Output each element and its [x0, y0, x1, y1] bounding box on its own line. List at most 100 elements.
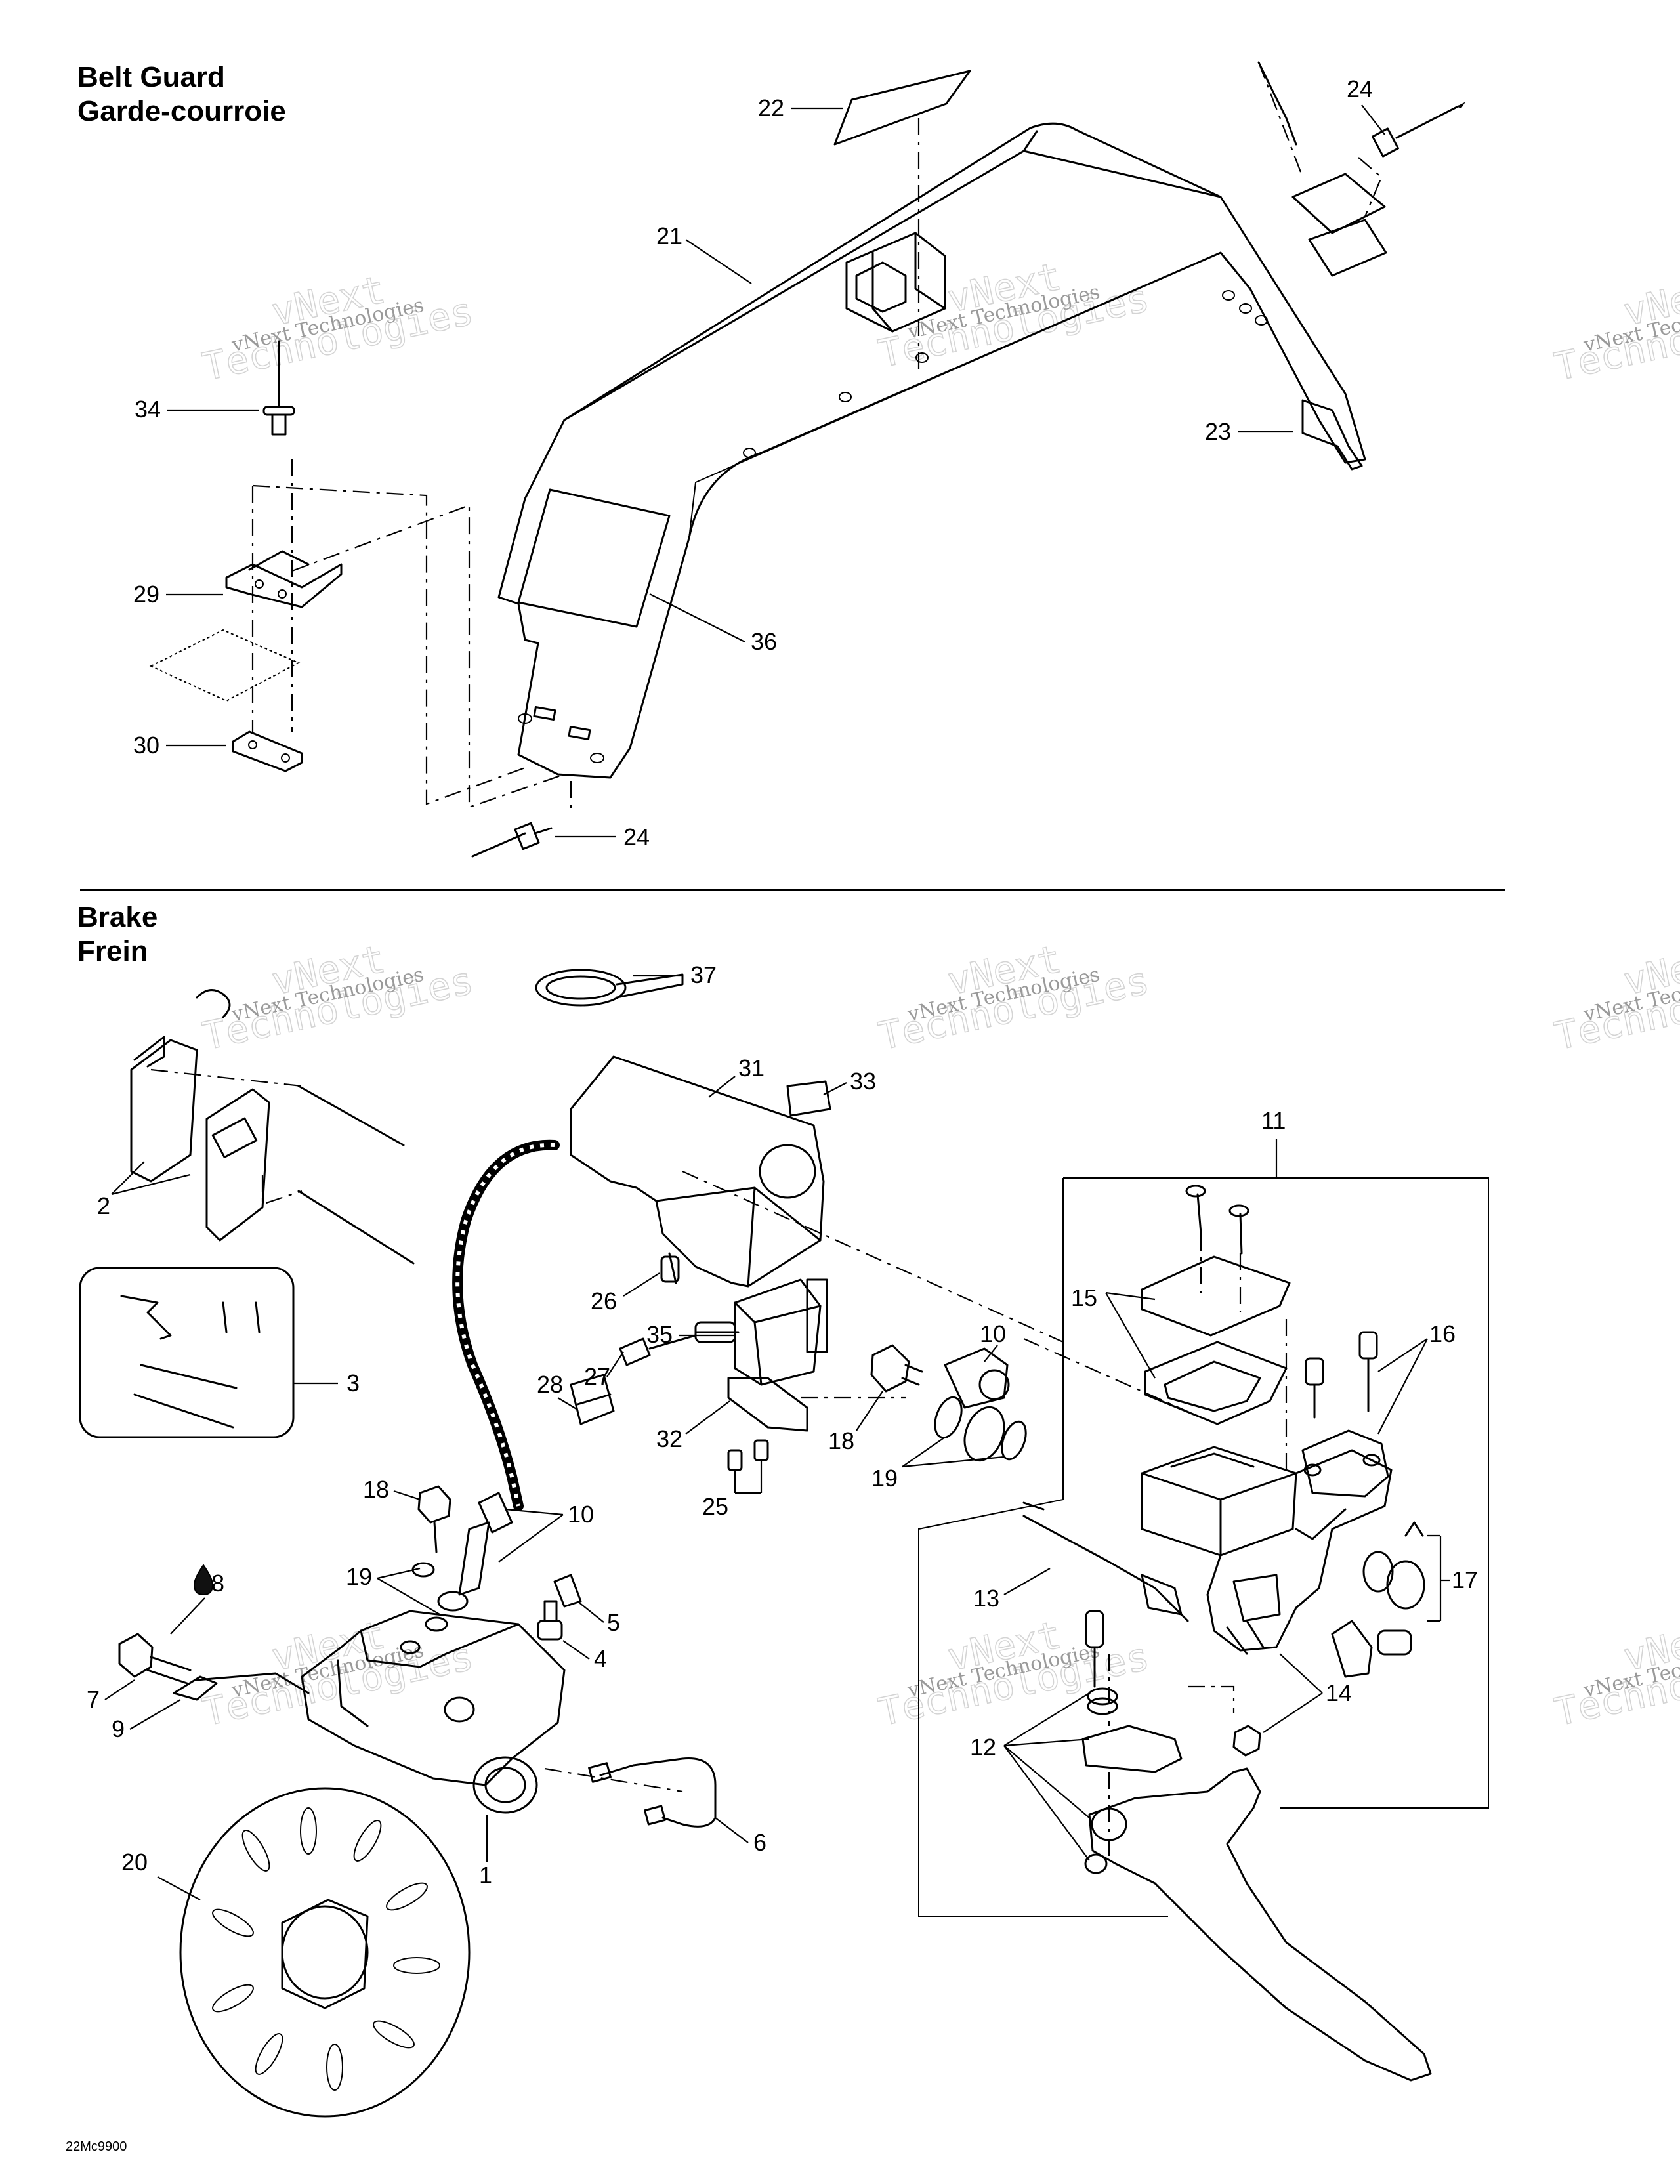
callouts: 22 24 21 34 23 29 36 30 24 37 31 33 11 2… — [87, 75, 1478, 1900]
callout-12: 12 — [970, 1734, 996, 1761]
caliper-part-1 — [301, 1610, 566, 1814]
bracket-part-32 — [727, 1377, 808, 1432]
brake-lever — [1088, 1767, 1432, 2082]
callout-27: 27 — [584, 1363, 610, 1390]
watermark: vNext Technologies vNext Technologies — [198, 266, 478, 390]
hardware-kit-part-3 — [79, 1267, 295, 1438]
pivot-hardware-part-12 — [1082, 1610, 1183, 1874]
callout-1: 1 — [479, 1862, 492, 1889]
callout-14: 14 — [1326, 1679, 1352, 1706]
brake-pads-part-2 — [130, 989, 415, 1265]
callout-34: 34 — [135, 396, 161, 423]
callout-8: 8 — [211, 1570, 224, 1597]
brake-line-part-6 — [588, 1757, 717, 1828]
clip-assembly — [845, 232, 946, 333]
brake-disc-part-20 — [179, 1787, 471, 2118]
callout-25: 25 — [702, 1493, 728, 1520]
callout-6: 6 — [753, 1829, 766, 1856]
callout-3: 3 — [346, 1370, 360, 1396]
brake-dashed-lines — [544, 1170, 1288, 1857]
callout-24-top: 24 — [1347, 75, 1373, 102]
bleeder-part-4 — [537, 1600, 563, 1641]
callout-19-left: 19 — [346, 1563, 372, 1590]
lock-plate-part-9 — [173, 1672, 310, 1701]
callout-29: 29 — [133, 581, 159, 608]
callout-33: 33 — [850, 1068, 876, 1095]
brake-title: Brake Frein — [77, 900, 158, 969]
callout-16: 16 — [1429, 1320, 1456, 1347]
plunger — [694, 1321, 740, 1343]
clamp-part-16 — [1301, 1429, 1389, 1498]
callout-37: 37 — [690, 961, 717, 988]
callout-2: 2 — [97, 1192, 110, 1219]
callout-11: 11 — [1261, 1107, 1286, 1134]
rivet-part-24-top — [1372, 102, 1465, 158]
callout-5: 5 — [607, 1609, 620, 1636]
callout-32: 32 — [656, 1425, 682, 1452]
callout-30: 30 — [133, 732, 159, 759]
watermark: vNext Technologies vNext Technologies — [874, 936, 1154, 1059]
decal-part-22 — [833, 70, 971, 146]
cable-tie-part-37 — [535, 969, 684, 1007]
bleeder-cap-part-5 — [553, 1574, 582, 1608]
spring-part-26 — [660, 1252, 680, 1284]
callout-21: 21 — [656, 222, 682, 249]
callout-13: 13 — [973, 1585, 999, 1612]
brake-title-fr: Frein — [77, 935, 148, 967]
belt-guard-part-21 — [497, 122, 1366, 779]
switch-cable-part-13 — [1022, 1502, 1189, 1622]
banjo-fitting-part-10-right — [944, 1347, 1010, 1409]
belt-guard-title: Belt Guard Garde-courroie — [77, 60, 286, 129]
callout-23: 23 — [1205, 418, 1231, 445]
belt-guard-dashed-lines — [251, 118, 920, 814]
watermark: vNext Technologies vNext Technologies — [1550, 1612, 1680, 1735]
callout-24-bottom: 24 — [623, 824, 650, 850]
nut-part-14 — [1232, 1725, 1261, 1757]
screws-part-15 — [1185, 1185, 1250, 1255]
callout-19-right: 19 — [872, 1465, 898, 1492]
belt-guard-title-fr: Garde-courroie — [77, 95, 286, 127]
brake-hose — [452, 1139, 560, 1511]
clip-part-29 — [225, 550, 343, 608]
label-decal-part-36 — [517, 488, 671, 628]
cover-part-31 — [570, 1055, 825, 1288]
watermark: vNext Technologies vNext Technologies — [198, 936, 478, 1059]
callout-35: 35 — [646, 1321, 673, 1348]
mounting-bolt-part-7 — [118, 1633, 192, 1685]
callout-26: 26 — [591, 1288, 617, 1314]
rivet-part-34 — [262, 340, 295, 436]
callout-10-right: 10 — [980, 1320, 1006, 1347]
decal-part-33 — [786, 1080, 831, 1117]
callout-7: 7 — [87, 1686, 100, 1713]
terminal-part-27 — [619, 1334, 697, 1366]
callout-22: 22 — [758, 94, 784, 121]
pad-outline — [149, 629, 301, 702]
banjo-fittings — [437, 1492, 513, 1612]
callout-18-right: 18 — [828, 1427, 854, 1454]
bracket-part-23 — [1301, 399, 1363, 471]
callout-18-left: 18 — [363, 1476, 389, 1503]
plate-part-30 — [232, 730, 303, 772]
reservoir-cap-part-17 — [1331, 1521, 1425, 1678]
callout-15: 15 — [1071, 1284, 1097, 1311]
banjo-bolt-part-18-right — [870, 1344, 923, 1393]
drop-icon-part-8 — [193, 1564, 214, 1596]
callout-10-left: 10 — [568, 1501, 594, 1528]
brake-title-en: Brake — [77, 901, 158, 933]
watermark: vNext Technologies vNext Technologies — [874, 253, 1154, 377]
document-id: 22Mc9900 — [66, 2139, 127, 2154]
bolts-part-16 — [1305, 1331, 1378, 1419]
switch-part-35 — [734, 1278, 828, 1386]
watermarks: vNext Technologies vNext Technologies vN… — [198, 253, 1680, 1735]
master-cylinder-assembly-part-11 — [918, 1177, 1489, 1917]
callout-31: 31 — [738, 1055, 765, 1082]
rivet-part-24-bottom — [471, 822, 553, 858]
watermark: vNext Technologies vNext Technologies — [198, 1612, 478, 1735]
callout-36: 36 — [751, 628, 777, 655]
watermark: vNext Technologies vNext Technologies — [1550, 266, 1680, 390]
callout-4: 4 — [594, 1645, 607, 1672]
belt-guard-title-en: Belt Guard — [77, 61, 225, 93]
watermark: vNext Technologies vNext Technologies — [1550, 936, 1680, 1059]
callout-28: 28 — [537, 1371, 563, 1398]
